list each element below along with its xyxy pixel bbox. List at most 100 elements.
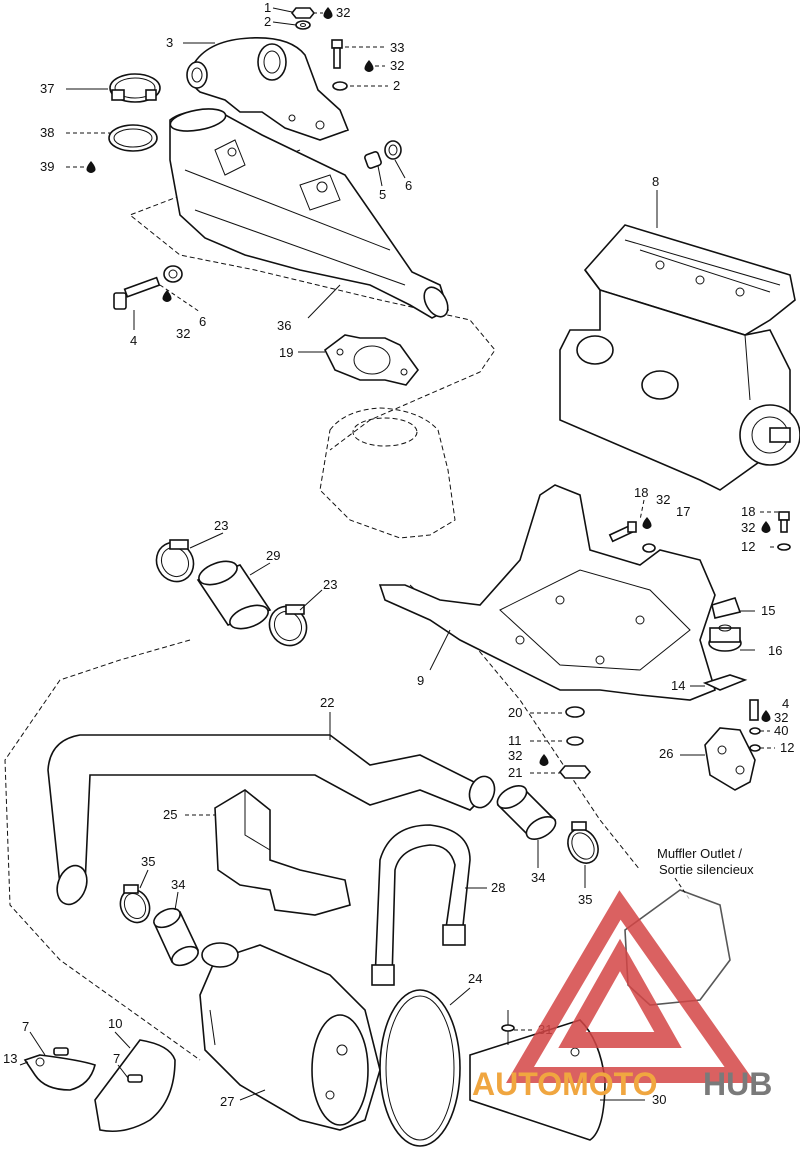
part-40-washer [749, 727, 761, 735]
callout-2: 2 [393, 78, 400, 93]
part-22-exhaust-hose [47, 734, 496, 906]
callout-7: 7 [22, 1019, 29, 1034]
callout-4: 4 [130, 333, 137, 348]
part-12-washer-right [777, 543, 791, 551]
callout-33: 33 [390, 40, 404, 55]
callout-labels: 1 2 32 3 33 32 2 37 38 39 5 6 8 4 32 6 3… [3, 0, 794, 1109]
oil-drop-icon [162, 290, 172, 302]
part-10-bracket [94, 1039, 176, 1133]
callout-20: 20 [508, 705, 522, 720]
part-11-lock-washer [566, 736, 584, 746]
oil-drop-icon [761, 710, 771, 722]
callout-36: 36 [277, 318, 291, 333]
callout-12: 12 [741, 539, 755, 554]
callout-30: 30 [652, 1092, 666, 1107]
callout-28: 28 [491, 880, 505, 895]
callout-32: 32 [176, 326, 190, 341]
part-5-sleeve [364, 151, 382, 169]
callout-26: 26 [659, 746, 673, 761]
callout-29: 29 [266, 548, 280, 563]
part-24-ring-gasket [379, 989, 461, 1147]
callout-23: 23 [323, 577, 337, 592]
part-1-nut [290, 7, 316, 19]
part-19-gasket [323, 334, 420, 386]
part-27-muffler [199, 942, 381, 1131]
manifold-ghost-outline [319, 407, 456, 539]
part-18-bolt-center [608, 521, 637, 543]
callout-3: 3 [166, 35, 173, 50]
oil-drop-icon [364, 60, 374, 72]
part-13-bracket [23, 1054, 96, 1091]
oil-drop-icon [86, 161, 96, 173]
callout-32: 32 [774, 710, 788, 725]
callout-12: 12 [780, 740, 794, 755]
part-7-screw-left [53, 1047, 69, 1056]
part-34-coupler-right [496, 785, 557, 840]
oil-drop-icon [323, 7, 333, 19]
callout-35: 35 [578, 892, 592, 907]
oil-drop-icon [642, 517, 652, 529]
callout-13: 13 [3, 1051, 17, 1066]
callout-23: 23 [214, 518, 228, 533]
callout-6: 6 [199, 314, 206, 329]
callout-17: 17 [676, 504, 690, 519]
callout-40: 40 [774, 723, 788, 738]
callout-32: 32 [336, 5, 350, 20]
callout-5: 5 [379, 187, 386, 202]
part-9-support-plate [378, 484, 716, 701]
callout-14: 14 [671, 678, 685, 693]
callout-22: 22 [320, 695, 334, 710]
part-15-rubber-pad [711, 597, 742, 619]
part-6-grommet-left [163, 265, 183, 283]
callout-11: 11 [508, 733, 522, 748]
callout-9: 9 [417, 673, 424, 688]
part-17-washer [642, 543, 656, 553]
callout-19: 19 [279, 345, 293, 360]
callout-37: 37 [40, 81, 54, 96]
part-3-manifold-elbow [186, 37, 350, 141]
part-36-tuned-pipe [169, 108, 449, 319]
callout-25: 25 [163, 807, 177, 822]
part-23-clamp-upper [155, 539, 195, 583]
callout-32: 32 [390, 58, 404, 73]
part-7-screw-right [127, 1074, 143, 1083]
part-4-bolt-left [113, 276, 161, 310]
part-34-coupler-left [153, 907, 200, 967]
watermark-text-automoto: AUTOMOTO [472, 1066, 657, 1102]
part-8-engine [559, 224, 800, 491]
callout-10: 10 [108, 1016, 122, 1031]
part-2-washer-top [295, 20, 311, 30]
part-23-clamp-lower [268, 604, 308, 647]
part-21-nut [558, 765, 592, 779]
callout-1: 1 [264, 0, 271, 15]
callout-8: 8 [652, 174, 659, 189]
part-4-bolt-right [749, 699, 759, 721]
part-18-bolt-right [778, 511, 790, 533]
callout-38: 38 [40, 125, 54, 140]
part-16-engine-mount [708, 624, 742, 652]
callout-32: 32 [656, 492, 670, 507]
oil-drop-icon [761, 521, 771, 533]
part-33-bolt [331, 39, 343, 69]
watermark-triangle-icon [506, 890, 756, 1083]
callout-27: 27 [220, 1094, 234, 1109]
part-6-grommet-top [384, 140, 402, 160]
part-25-foam-block [214, 789, 351, 916]
muffler-outlet-label-fr: Sortie silencieux [659, 862, 754, 877]
part-14-shim [702, 674, 748, 691]
part-35-clamp-left [119, 884, 151, 924]
part-2-washer-right [332, 81, 348, 91]
part-31-pin [501, 1010, 515, 1045]
part-20-washer [565, 706, 585, 718]
callout-39: 39 [40, 159, 54, 174]
part-28-strap [371, 824, 471, 986]
watermark: AUTOMOTO HUB [472, 890, 772, 1102]
part-37-clamp [109, 73, 161, 103]
part-35-clamp-right [567, 821, 599, 864]
callout-24: 24 [468, 971, 482, 986]
part-12-washer-lower [749, 744, 761, 752]
callout-18: 18 [634, 485, 648, 500]
lower-dash-region [4, 639, 201, 1061]
callout-34: 34 [531, 870, 545, 885]
